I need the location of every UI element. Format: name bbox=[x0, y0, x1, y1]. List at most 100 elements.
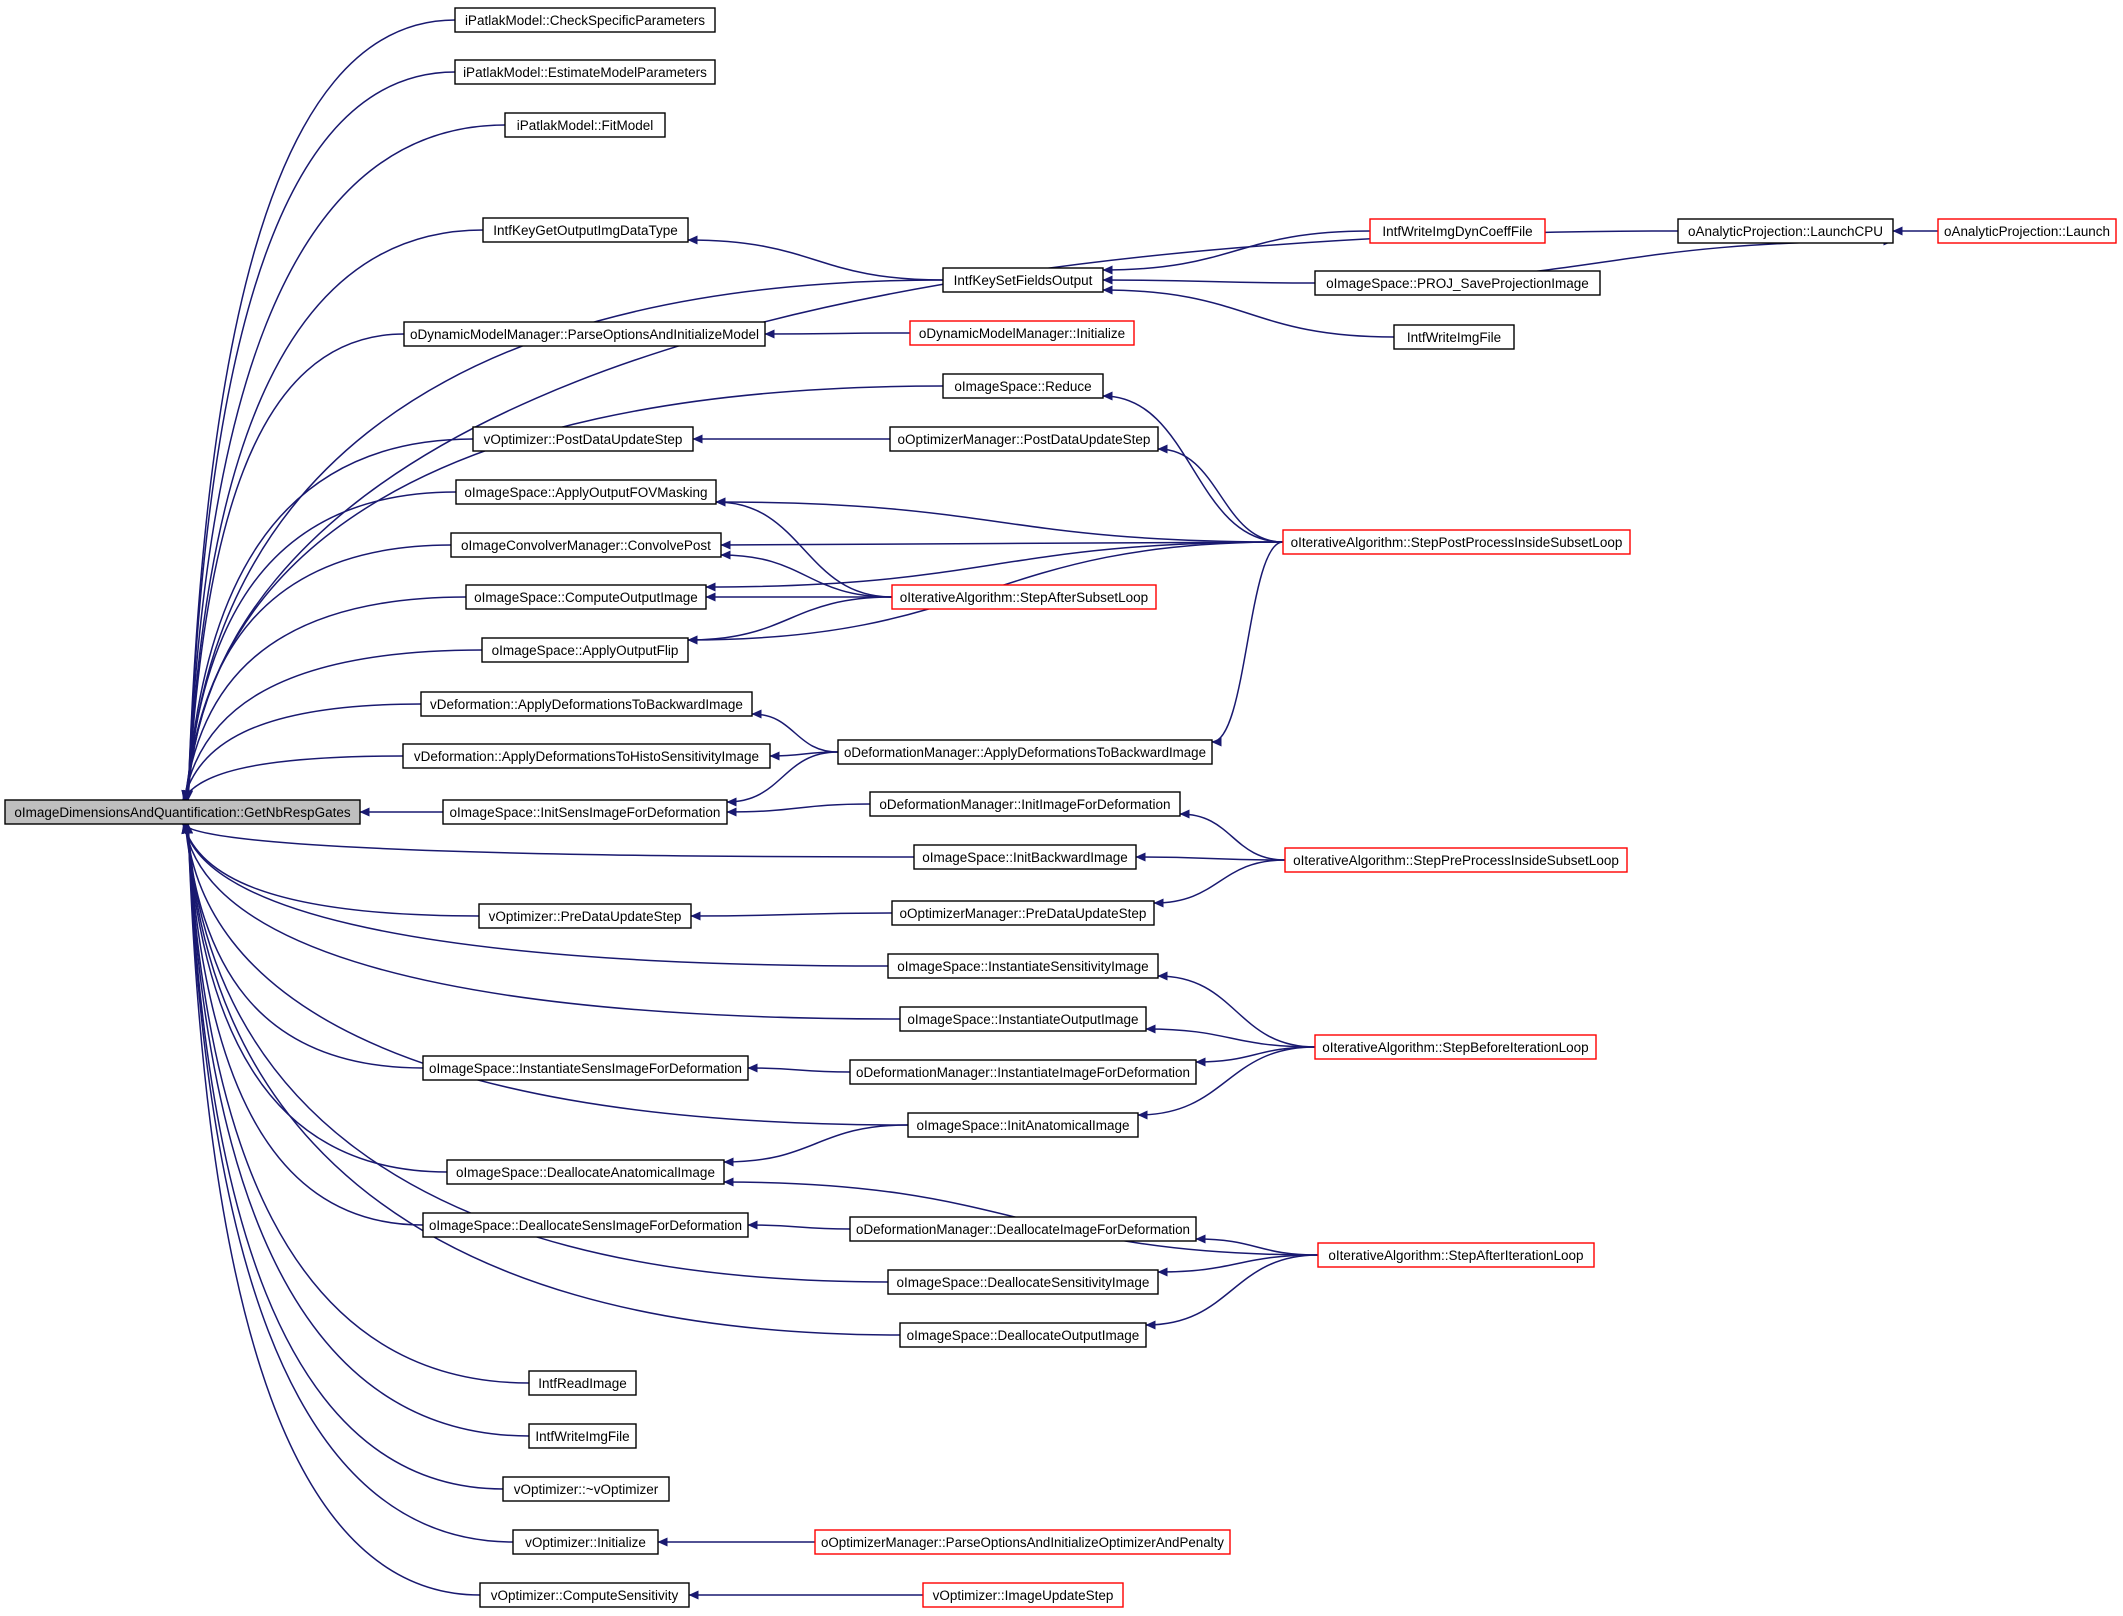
call-edge bbox=[747, 1220, 851, 1230]
function-node[interactable]: oDeformationManager::InstantiateImageFor… bbox=[849, 1059, 1197, 1085]
call-edge bbox=[726, 803, 871, 817]
node-box bbox=[4, 799, 361, 825]
node-label: oOptimizerManager::PostDataUpdateStep bbox=[898, 432, 1151, 447]
function-node[interactable]: IntfReadImage bbox=[528, 1370, 637, 1396]
function-node[interactable]: oAnalyticProjection::Launch bbox=[1937, 218, 2117, 244]
function-node[interactable]: oImageSpace::InitBackwardImage bbox=[913, 844, 1137, 870]
function-node[interactable]: oOptimizerManager::ParseOptionsAndInitia… bbox=[814, 1529, 1231, 1555]
function-node[interactable]: oAnalyticProjection::LaunchCPU bbox=[1677, 218, 1894, 244]
function-node[interactable]: vOptimizer::PreDataUpdateStep bbox=[478, 903, 692, 929]
node-label: oAnalyticProjection::Launch bbox=[1944, 224, 2110, 239]
function-node[interactable]: IntfWriteImgFile bbox=[528, 1423, 637, 1449]
node-label: IntfKeySetFieldsOutput bbox=[954, 273, 1093, 288]
node-label: vDeformation::ApplyDeformationsToBackwar… bbox=[430, 697, 743, 712]
function-node[interactable]: oIterativeAlgorithm::StepAfterSubsetLoop bbox=[891, 584, 1157, 610]
node-label: oImageSpace::InitBackwardImage bbox=[922, 850, 1128, 865]
node-label: iPatlakModel::EstimateModelParameters bbox=[463, 65, 707, 80]
call-edge bbox=[751, 709, 839, 753]
function-node[interactable]: IntfKeySetFieldsOutput bbox=[942, 267, 1104, 293]
node-box bbox=[504, 112, 666, 138]
call-edge bbox=[183, 230, 1679, 801]
function-node[interactable]: oOptimizerManager::PreDataUpdateStep bbox=[891, 900, 1155, 926]
node-box bbox=[1282, 529, 1631, 555]
node-box bbox=[942, 267, 1104, 293]
call-edge bbox=[183, 823, 889, 1283]
function-node[interactable]: oImageSpace::InitAnatomicalImage bbox=[907, 1112, 1139, 1138]
node-box bbox=[528, 1423, 637, 1449]
node-label: IntfWriteImgDynCoeffFile bbox=[1382, 224, 1532, 239]
function-node[interactable]: vOptimizer::PostDataUpdateStep bbox=[472, 426, 694, 452]
function-node[interactable]: oImageSpace::InstantiateSensImageForDefo… bbox=[422, 1055, 749, 1081]
function-node[interactable]: vDeformation::ApplyDeformationsToBackwar… bbox=[420, 691, 753, 717]
node-box bbox=[889, 426, 1159, 452]
function-node[interactable]: oImageSpace::DeallocateSensitivityImage bbox=[887, 1269, 1159, 1295]
function-node[interactable]: IntfKeyGetOutputImgDataType bbox=[482, 217, 689, 243]
call-edge bbox=[182, 755, 404, 801]
node-label: iPatlakModel::FitModel bbox=[517, 118, 654, 133]
function-node[interactable]: iPatlakModel::FitModel bbox=[504, 112, 666, 138]
function-node[interactable]: oIterativeAlgorithm::StepAfterIterationL… bbox=[1317, 1242, 1595, 1268]
root-function-node[interactable]: oImageDimensionsAndQuantification::GetNb… bbox=[4, 799, 361, 825]
function-node[interactable]: IntfWriteImgFile bbox=[1393, 324, 1515, 350]
call-edge bbox=[1195, 1234, 1319, 1256]
call-edge bbox=[184, 279, 944, 801]
function-node[interactable]: oImageSpace::ApplyOutputFOVMasking bbox=[455, 479, 717, 505]
node-label: IntfKeyGetOutputImgDataType bbox=[493, 223, 678, 238]
node-label: iPatlakModel::CheckSpecificParameters bbox=[465, 13, 705, 28]
function-node[interactable]: oImageSpace::DeallocateOutputImage bbox=[899, 1322, 1147, 1348]
function-node[interactable]: oDeformationManager::InitImageForDeforma… bbox=[869, 791, 1181, 817]
function-node[interactable]: oDeformationManager::DeallocateImageForD… bbox=[849, 1216, 1197, 1242]
node-label: oImageSpace::InitSensImageForDeformation bbox=[450, 805, 721, 820]
function-node[interactable]: oImageSpace::ApplyOutputFlip bbox=[481, 637, 689, 663]
function-node[interactable]: oImageSpace::InstantiateOutputImage bbox=[899, 1006, 1147, 1032]
call-edge bbox=[181, 823, 901, 1020]
node-box bbox=[1369, 218, 1546, 244]
function-node[interactable]: oImageSpace::ComputeOutputImage bbox=[465, 584, 707, 610]
node-label: oImageSpace::ApplyOutputFOVMasking bbox=[464, 485, 707, 500]
call-edge bbox=[720, 540, 1284, 550]
node-box bbox=[1393, 324, 1515, 350]
function-node[interactable]: oDynamicModelManager::ParseOptionsAndIni… bbox=[403, 321, 766, 347]
function-node[interactable]: vOptimizer::~vOptimizer bbox=[502, 1476, 670, 1502]
function-node[interactable]: oImageSpace::Reduce bbox=[942, 373, 1104, 399]
call-edge bbox=[1135, 852, 1286, 862]
node-box bbox=[442, 799, 728, 825]
function-node[interactable]: oIterativeAlgorithm::StepPreProcessInsid… bbox=[1284, 847, 1628, 873]
function-node[interactable]: oIterativeAlgorithm::StepPostProcessInsi… bbox=[1282, 529, 1631, 555]
node-label: vOptimizer::~vOptimizer bbox=[514, 1482, 659, 1497]
function-node[interactable]: oImageSpace::DeallocateAnatomicalImage bbox=[446, 1159, 725, 1185]
function-node[interactable]: oImageSpace::PROJ_SaveProjectionImage bbox=[1314, 270, 1601, 296]
call-edge bbox=[183, 823, 481, 1596]
node-box bbox=[528, 1370, 637, 1396]
call-edge bbox=[184, 823, 901, 1336]
node-label: oIterativeAlgorithm::StepAfterSubsetLoop bbox=[900, 590, 1148, 605]
node-box bbox=[899, 1006, 1147, 1032]
function-node[interactable]: oImageSpace::InitSensImageForDeformation bbox=[442, 799, 728, 825]
node-box bbox=[420, 691, 753, 717]
function-node[interactable]: iPatlakModel::EstimateModelParameters bbox=[454, 59, 716, 85]
node-label: IntfWriteImgFile bbox=[535, 1429, 629, 1444]
node-box bbox=[446, 1159, 725, 1185]
call-edge bbox=[182, 823, 909, 1126]
function-node[interactable]: vOptimizer::ComputeSensitivity bbox=[479, 1582, 690, 1608]
function-node[interactable]: IntfWriteImgDynCoeffFile bbox=[1369, 218, 1546, 244]
function-node[interactable]: oDynamicModelManager::Initialize bbox=[909, 320, 1135, 346]
function-node[interactable]: vOptimizer::Initialize bbox=[512, 1529, 659, 1555]
node-box bbox=[909, 320, 1135, 346]
function-node[interactable]: oImageConvolverManager::ConvolvePost bbox=[450, 532, 722, 558]
function-node[interactable]: oIterativeAlgorithm::StepBeforeIteration… bbox=[1314, 1034, 1597, 1060]
node-box bbox=[887, 953, 1159, 979]
node-box bbox=[837, 739, 1213, 765]
function-node[interactable]: oDeformationManager::ApplyDeformationsTo… bbox=[837, 739, 1213, 765]
node-box bbox=[402, 743, 771, 769]
call-edge bbox=[181, 823, 889, 967]
function-node[interactable]: oImageSpace::DeallocateSensImageForDefor… bbox=[422, 1212, 749, 1238]
function-node[interactable]: vOptimizer::ImageUpdateStep bbox=[922, 1582, 1124, 1608]
call-edge bbox=[723, 1124, 909, 1167]
function-node[interactable]: iPatlakModel::CheckSpecificParameters bbox=[454, 7, 716, 33]
function-node[interactable]: vDeformation::ApplyDeformationsToHistoSe… bbox=[402, 743, 771, 769]
edge-layer bbox=[181, 19, 1938, 1600]
function-node[interactable]: oOptimizerManager::PostDataUpdateStep bbox=[889, 426, 1159, 452]
function-node[interactable]: oImageSpace::InstantiateSensitivityImage bbox=[887, 953, 1159, 979]
call-edge bbox=[183, 823, 504, 1490]
